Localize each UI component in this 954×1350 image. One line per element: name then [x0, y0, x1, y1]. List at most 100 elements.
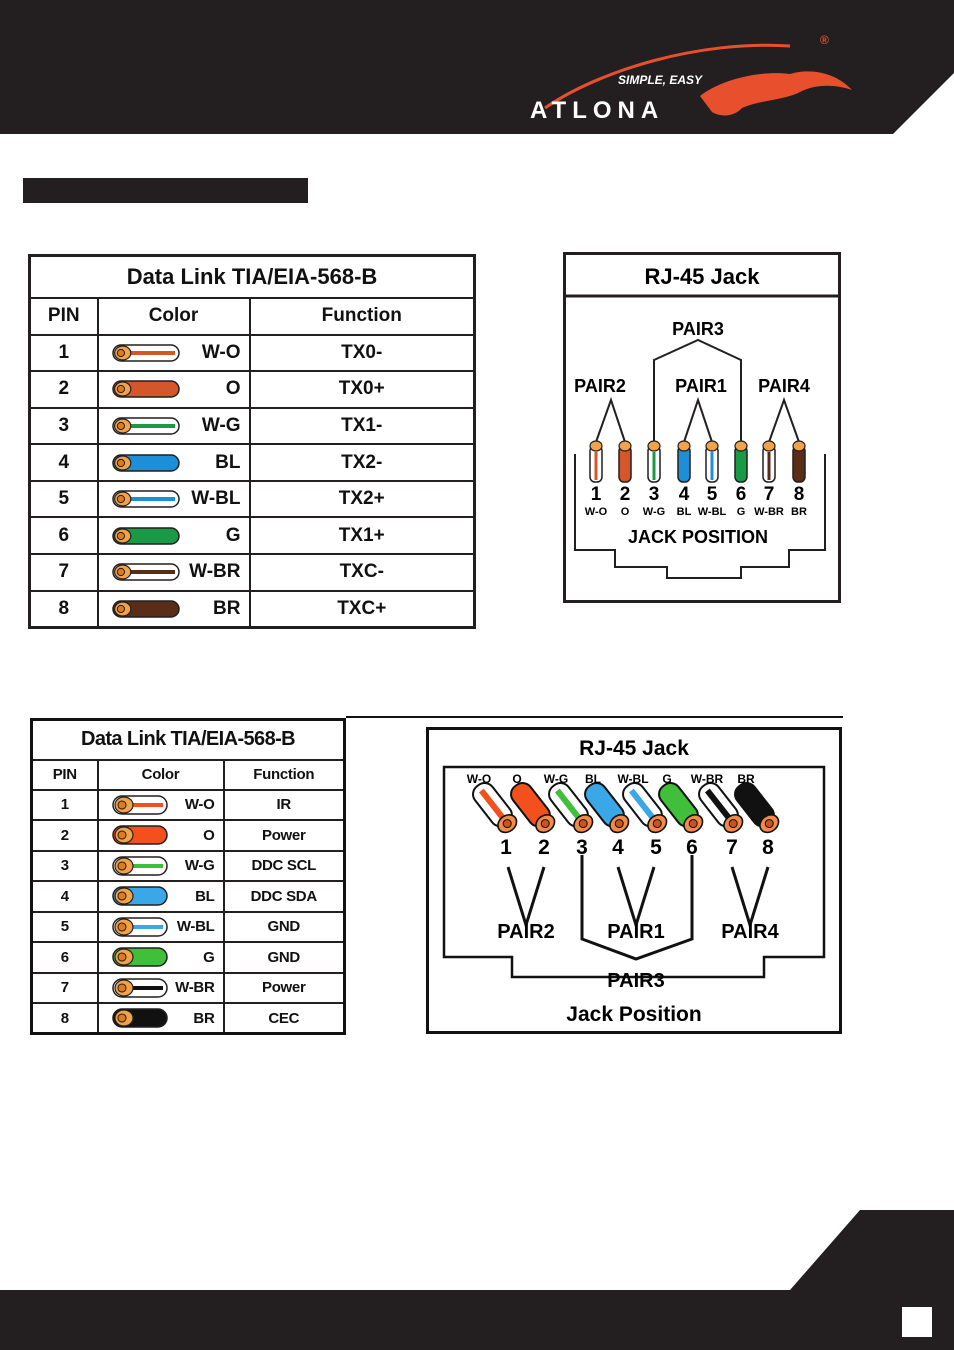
wire-icon	[111, 599, 180, 618]
jack-pin-number: 6	[686, 836, 698, 859]
jack-wire	[510, 782, 556, 834]
jack-wire	[589, 440, 603, 483]
jack-wire-color-label: O	[621, 506, 630, 518]
header-function: Function	[222, 758, 346, 791]
wire-icon	[111, 527, 180, 545]
wire-color-cell: G	[96, 516, 251, 556]
wire-color-cell: O	[96, 819, 225, 852]
brand-tagline: SIMPLE, EASY	[618, 73, 703, 87]
wire-icon	[111, 978, 168, 998]
table-row: 7 W-BR Power	[30, 971, 346, 1004]
pair1-label: PAIR1	[607, 921, 664, 943]
wire-color-label: O	[225, 378, 241, 400]
pin-number: 4	[28, 443, 99, 482]
pin-number: 1	[30, 788, 99, 821]
lizard-icon	[700, 71, 852, 116]
wire-color-label: W-BR	[175, 979, 215, 997]
jack-pin-number: 1	[500, 836, 512, 859]
page-footer	[0, 1210, 954, 1350]
jack-wire-color-label: O	[512, 772, 521, 786]
wire-color-label: W-G	[184, 857, 215, 875]
pair3-label: PAIR3	[672, 319, 724, 339]
wire-icon	[111, 490, 180, 508]
jack-wire	[734, 440, 748, 483]
pin-function: Power	[222, 819, 346, 852]
wire-color-cell: W-BL	[96, 479, 251, 519]
pin-function: TX0+	[248, 370, 476, 409]
pin-function: DDC SDA	[222, 880, 346, 913]
jack-pin-number: 3	[649, 484, 660, 505]
wire-icon	[111, 344, 180, 362]
wire-color-label: O	[203, 826, 215, 844]
jack-wire-color-label: BL	[677, 506, 692, 518]
pair2-label: PAIR2	[497, 921, 554, 943]
jack-wire-color-label: W-G	[643, 506, 665, 518]
rj45-jack-position-diagram: RJ-45 Jack W-O1O2W-G3BL4W-BL5G6W-BR7BR8 …	[426, 727, 842, 1034]
jack-pin-number: 8	[762, 836, 774, 859]
jack-wire	[548, 782, 594, 834]
header-pin: PIN	[30, 758, 99, 791]
jack-wire-color-label: G	[737, 506, 746, 518]
jack-wire	[705, 440, 719, 483]
jack-wire-color-label: BL	[585, 772, 601, 786]
pin-number: 7	[30, 971, 99, 1004]
pair4-label: PAIR4	[758, 376, 810, 396]
jack-wire-color-label: BR	[737, 772, 755, 786]
wire-color-cell: BL	[96, 443, 251, 482]
wire-color-cell: W-O	[96, 333, 251, 373]
wire-color-cell: BL	[96, 880, 225, 913]
wire-color-label: G	[225, 524, 241, 546]
wire-color-label: W-O	[201, 341, 241, 363]
jack-wire-color-label: W-BL	[698, 506, 727, 518]
pin-function: GND	[222, 910, 346, 943]
wire-color-cell: G	[96, 941, 225, 974]
pin-number: 4	[30, 880, 99, 913]
jack-pin-number: 8	[794, 484, 805, 505]
jack-wire-color-label: G	[662, 772, 671, 786]
wire-color-cell: BR	[96, 589, 251, 629]
wire-icon	[111, 917, 168, 937]
wire-icon	[111, 380, 180, 399]
control-wiring-table: Data Link TIA/EIA-568-B PIN Color Functi…	[30, 718, 346, 1035]
jack-pin-number: 5	[707, 484, 718, 505]
jack-wire-color-label: W-BR	[754, 506, 784, 518]
jack-pin-number: 4	[612, 836, 624, 859]
wire-icon	[111, 825, 168, 845]
pin-function: Power	[222, 971, 346, 1004]
jack-pin-number: 5	[650, 836, 662, 859]
wire-icon	[111, 1008, 168, 1028]
pin-function: TX2+	[248, 479, 476, 519]
wire-icon	[111, 453, 180, 472]
pair3-label: PAIR3	[607, 970, 664, 992]
jack-wire	[792, 440, 806, 483]
table-title: Data Link TIA/EIA-568-B	[30, 718, 346, 761]
ethernet-wiring-table: Data Link TIA/EIA-568-B PIN Color Functi…	[28, 254, 476, 629]
wire-color-label: W-BL	[176, 918, 215, 936]
pin-number: 6	[30, 941, 99, 974]
wire-color-label: W-G	[201, 414, 241, 436]
pair4-label: PAIR4	[721, 921, 779, 943]
jack-pin-number: 6	[736, 484, 747, 505]
pair1-label: PAIR1	[675, 376, 727, 396]
wire-color-cell: BR	[96, 1002, 225, 1035]
pin-number: 8	[28, 589, 99, 629]
pin-function: TXC+	[248, 589, 476, 629]
jack-wire	[698, 782, 744, 834]
wire-color-cell: W-BL	[96, 910, 225, 943]
wire-color-cell: W-BR	[96, 553, 251, 592]
jack-pin-number: 1	[591, 484, 602, 505]
jack-position-label: Jack Position	[566, 1003, 701, 1026]
wire-color-label: G	[203, 948, 215, 966]
pin-function: TX1-	[248, 406, 476, 446]
